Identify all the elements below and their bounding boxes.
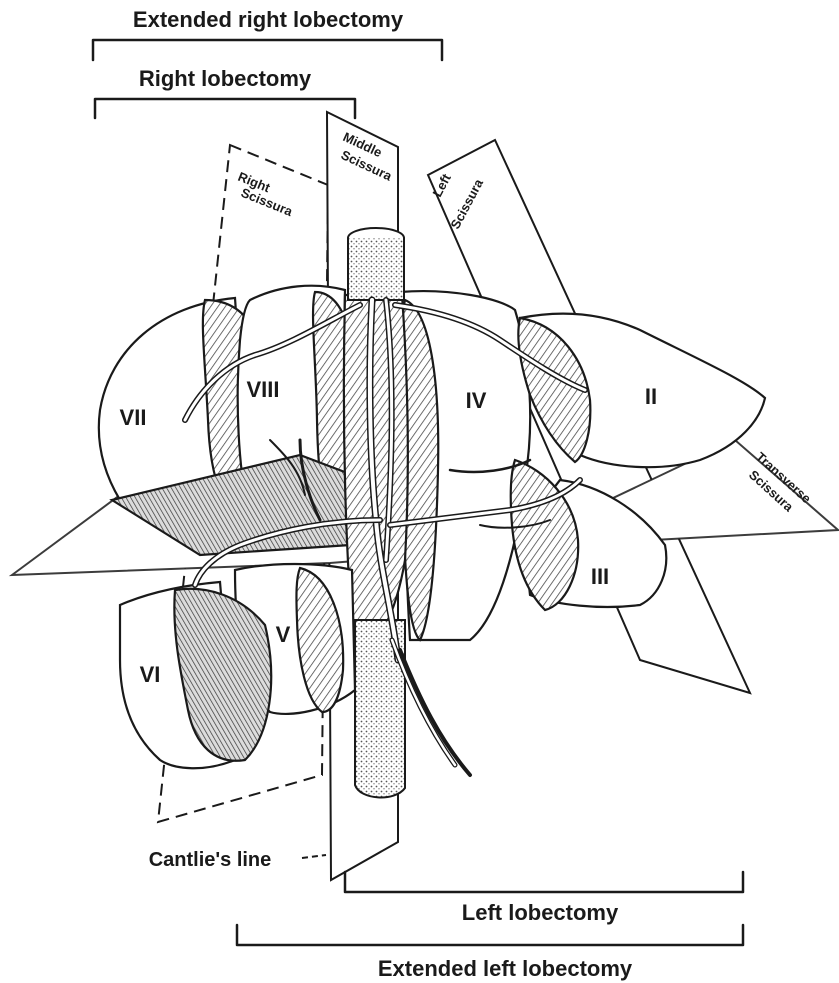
- segment-vii-label: VII: [120, 405, 147, 430]
- right-lobectomy-bracket: [95, 99, 355, 118]
- segment-iv: [400, 291, 530, 640]
- extended-left-lobectomy-label: Extended left lobectomy: [378, 956, 633, 981]
- segment-vi-label: VI: [140, 662, 161, 687]
- inferior-vena-cava-top: [348, 228, 404, 300]
- extended-left-lobectomy-bracket: [237, 925, 743, 945]
- left-lobectomy-label: Left lobectomy: [462, 900, 619, 925]
- segment-v-label: V: [276, 622, 291, 647]
- right-lobectomy-label: Right lobectomy: [139, 66, 312, 91]
- cantlie-line-label: Cantlie's line: [149, 849, 272, 871]
- segment-viii-label: VIII: [246, 377, 279, 402]
- cantlie-line-leader: [302, 855, 326, 858]
- segment-ii-label: II: [645, 384, 657, 409]
- segment-iv-label: IV: [466, 388, 487, 413]
- extended-right-lobectomy-bracket: [93, 40, 442, 60]
- segment-iii-label: III: [591, 564, 609, 589]
- extended-right-lobectomy-label: Extended right lobectomy: [133, 7, 404, 32]
- left-lobectomy-bracket: [345, 872, 743, 892]
